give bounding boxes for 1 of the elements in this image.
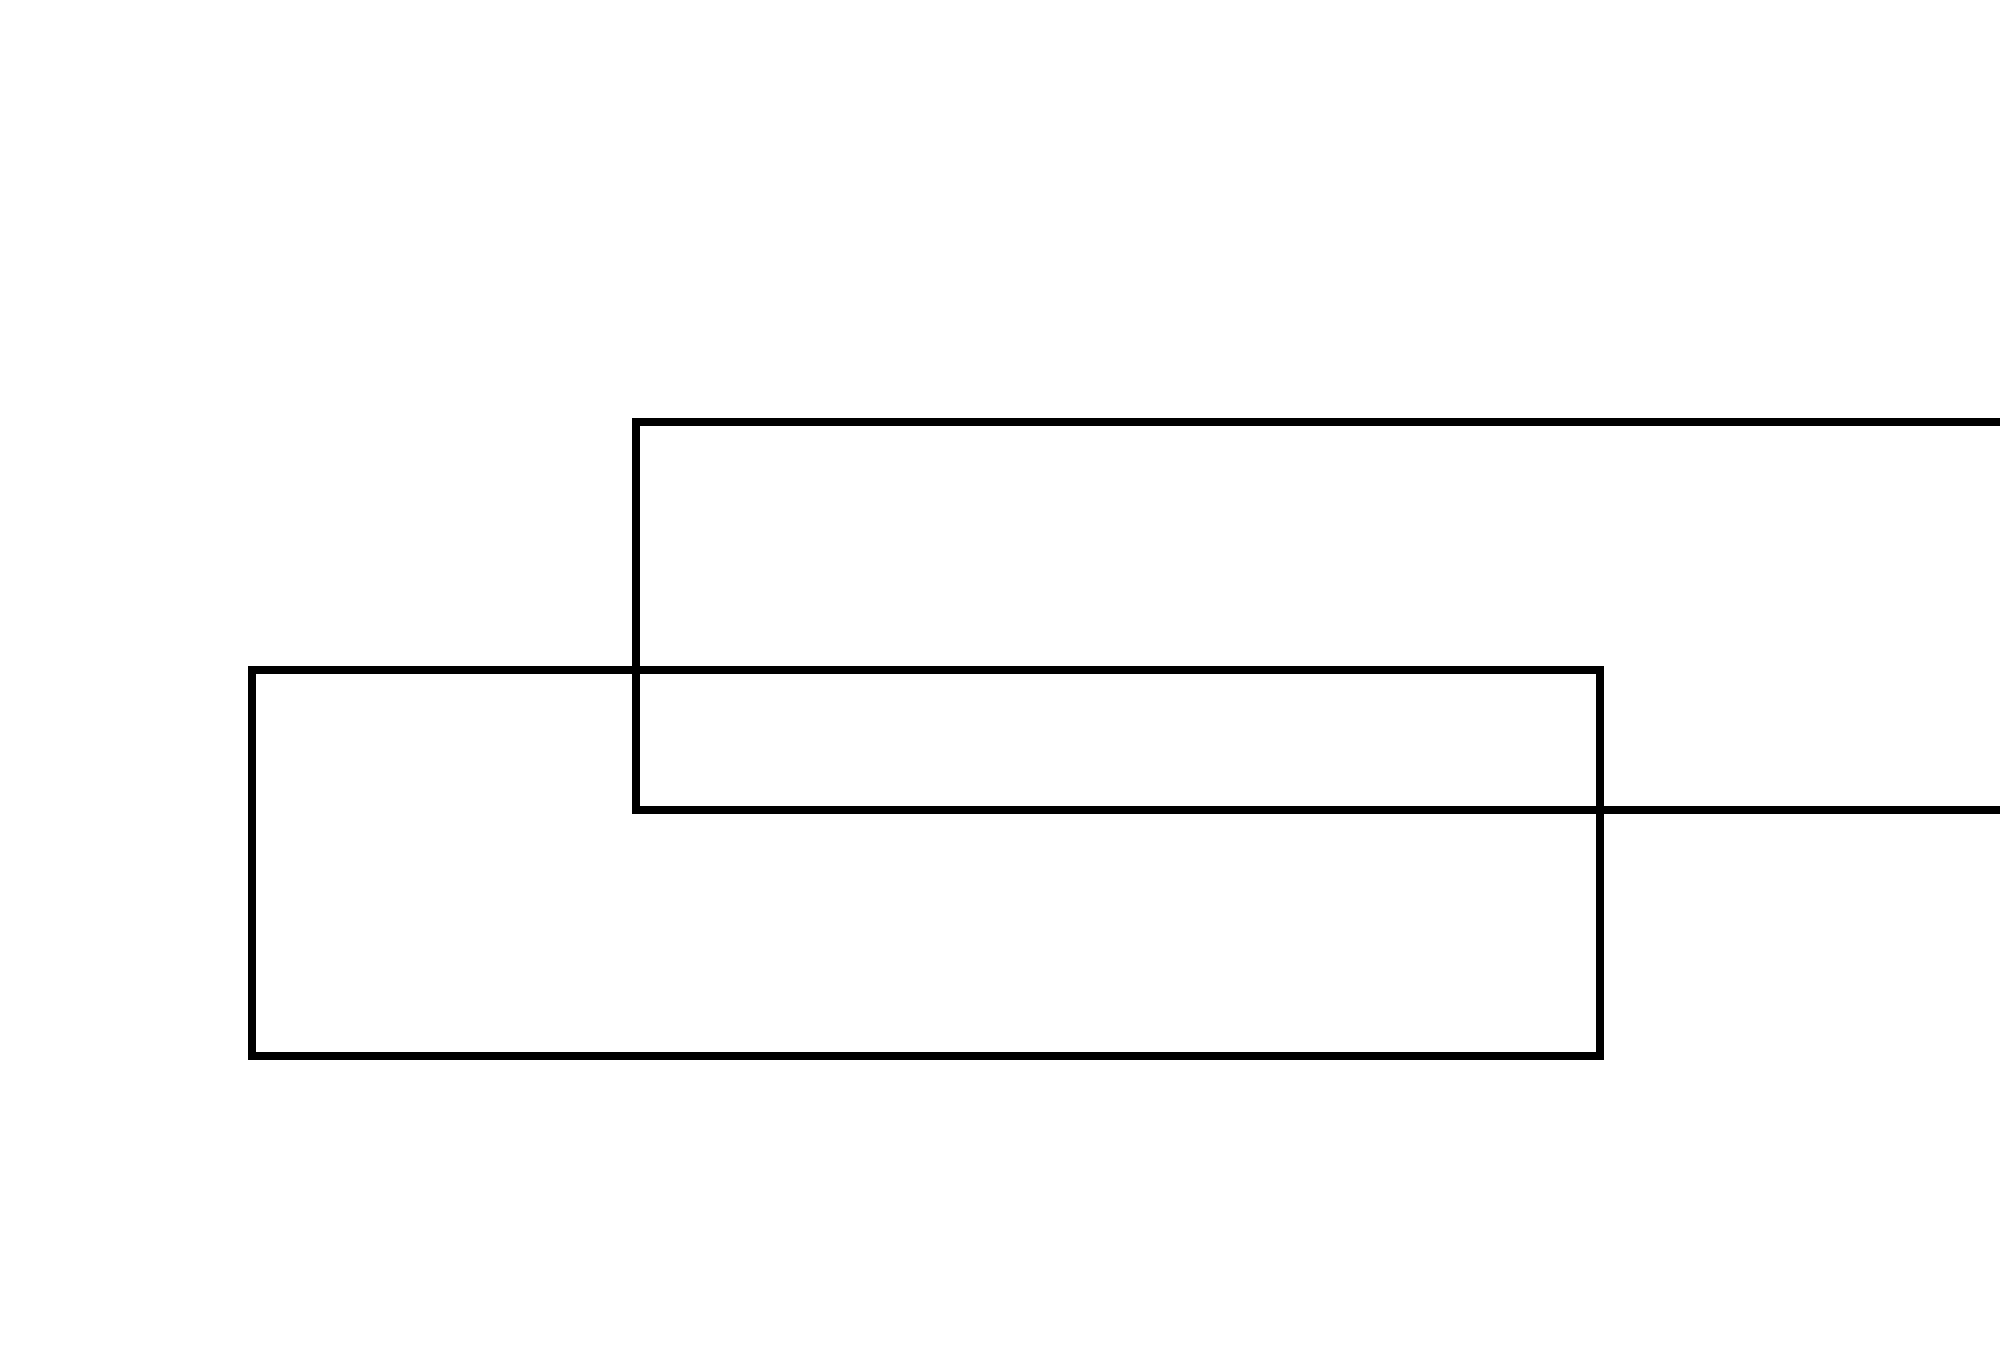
rectangle xyxy=(248,666,1604,1060)
